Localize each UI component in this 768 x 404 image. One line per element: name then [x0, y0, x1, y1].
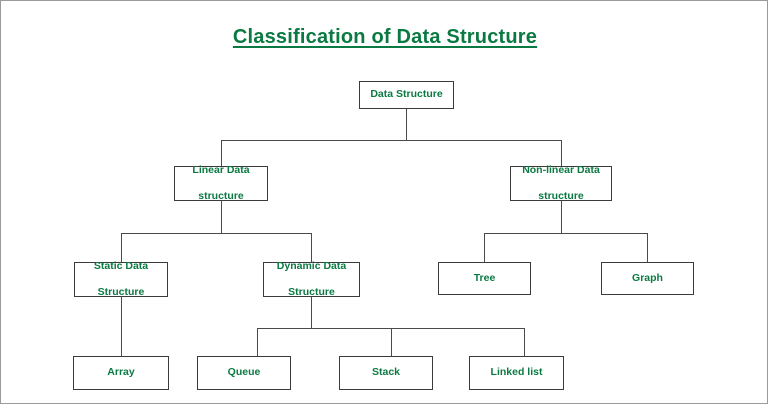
edge-nonlinear-to-graph — [647, 233, 648, 262]
edge-dynamic-to-queue — [257, 328, 258, 356]
edge-linear-bar — [121, 233, 312, 234]
node-stack[interactable]: Stack — [339, 356, 433, 390]
edge-nonlinear-bar — [484, 233, 647, 234]
node-queue[interactable]: Queue — [197, 356, 291, 390]
edge-linear-to-static — [121, 233, 122, 262]
node-label-linked-list: Linked list — [490, 366, 543, 379]
node-label-stack: Stack — [371, 366, 401, 379]
edge-dynamic-to-linked — [524, 328, 525, 356]
edge-dynamic-to-stack — [391, 328, 392, 356]
edge-linear-to-dynamic — [311, 233, 312, 262]
node-label-array: Array — [107, 366, 135, 379]
node-graph[interactable]: Graph — [601, 262, 694, 295]
node-tree[interactable]: Tree — [438, 262, 531, 295]
edge-root-to-linear — [221, 140, 222, 166]
node-label-queue: Queue — [227, 366, 261, 379]
edge-static-to-array — [121, 297, 122, 356]
edge-root-to-nonlinear — [561, 140, 562, 166]
edge-root-bar — [221, 140, 562, 141]
edge-root-down — [406, 109, 407, 140]
edge-nonlinear-down — [561, 201, 562, 233]
node-array[interactable]: Array — [73, 356, 169, 390]
node-data-structure[interactable]: Data Structure — [359, 81, 454, 109]
node-linked-list[interactable]: Linked list — [469, 356, 564, 390]
node-label-tree: Tree — [473, 271, 496, 284]
edge-linear-down — [221, 201, 222, 233]
edge-nonlinear-to-tree — [484, 233, 485, 262]
edge-dynamic-down — [311, 297, 312, 328]
node-label-data-structure: Data Structure — [370, 88, 443, 101]
edge-dynamic-bar — [257, 328, 524, 329]
node-label-graph: Graph — [632, 271, 663, 284]
page-title: Classification of Data Structure — [232, 26, 538, 48]
